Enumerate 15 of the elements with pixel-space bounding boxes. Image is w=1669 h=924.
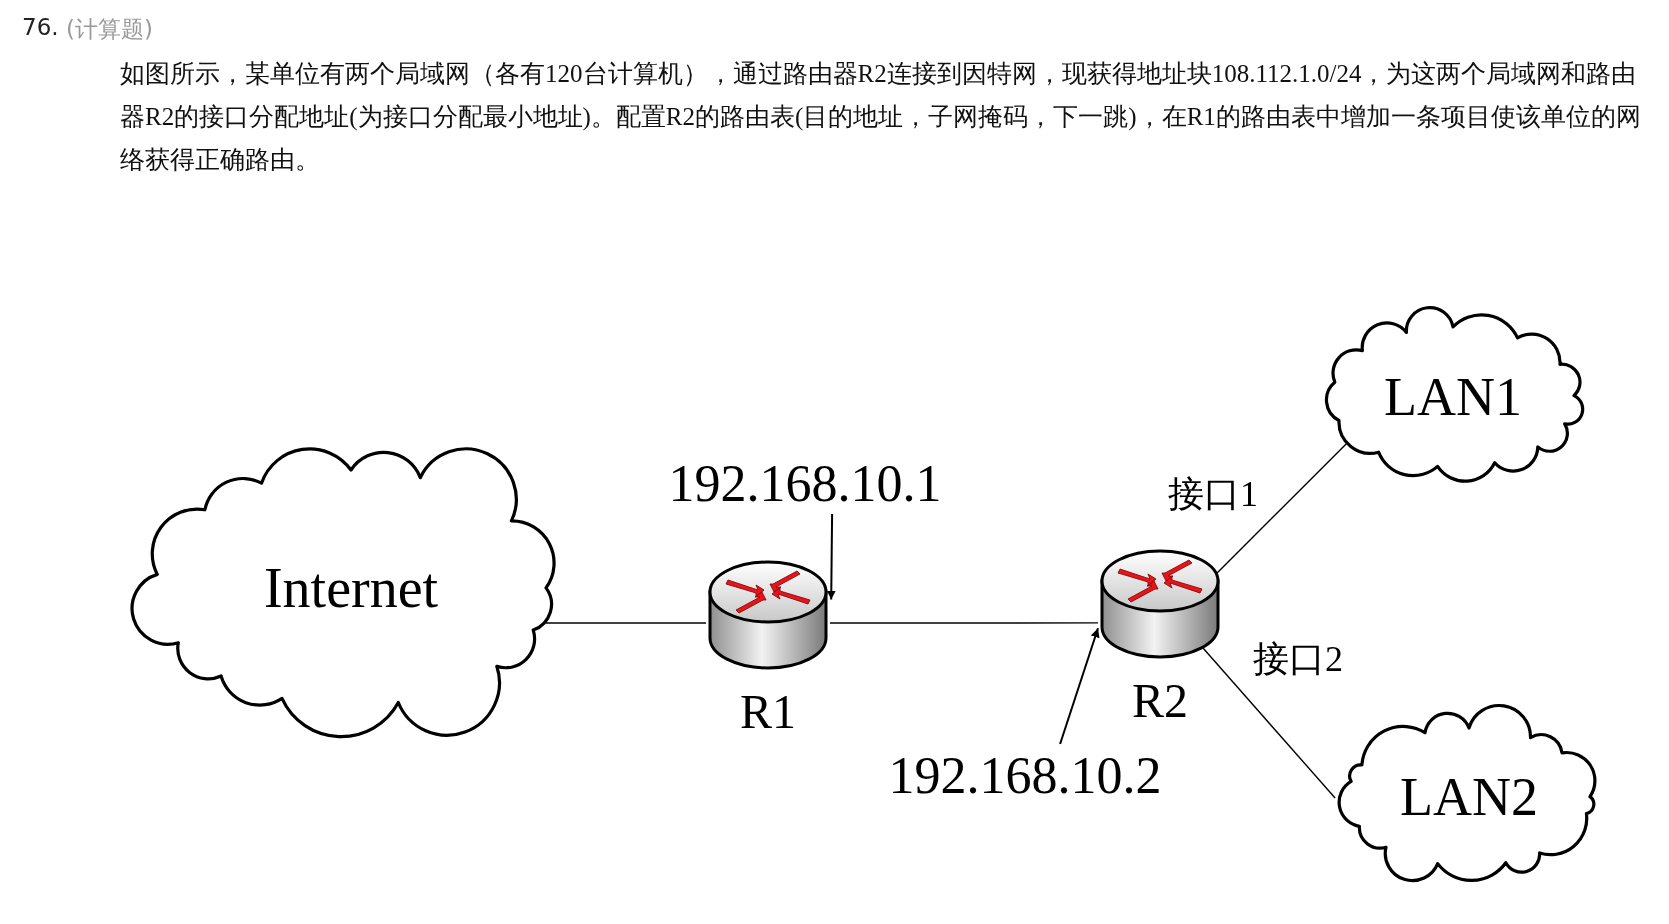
cloud-label: Internet (263, 556, 439, 620)
connection-line (1202, 647, 1336, 799)
cloud-label: LAN1 (1384, 366, 1522, 428)
connection-line (1059, 627, 1100, 745)
question-type: (计算题) (66, 15, 153, 44)
question-number: 76. (22, 14, 59, 40)
router-label: R1 (740, 685, 796, 738)
connection-line (829, 622, 1099, 624)
router-label: R2 (1132, 674, 1188, 727)
ip-address: 192.168.10.1 (668, 453, 942, 513)
question-text: 如图所示，某单位有两个局域网（各有120台计算机），通过路由器R2连接到因特网，现获得地址块108.112.1.0/24，为这两个局域网和路由器R2的接口分配地址(为接口分配最小地址)。配置R2的路由表(目的地址，子网掩码，下一跳)，在R1的路由表中增加一条项目使该单位的网络获得正确路由。 (120, 59, 1642, 175)
connection-line (826, 513, 836, 601)
connection-line (545, 622, 707, 624)
cloud-label: LAN2 (1400, 766, 1538, 828)
ip-address: 192.168.10.2 (888, 745, 1162, 805)
